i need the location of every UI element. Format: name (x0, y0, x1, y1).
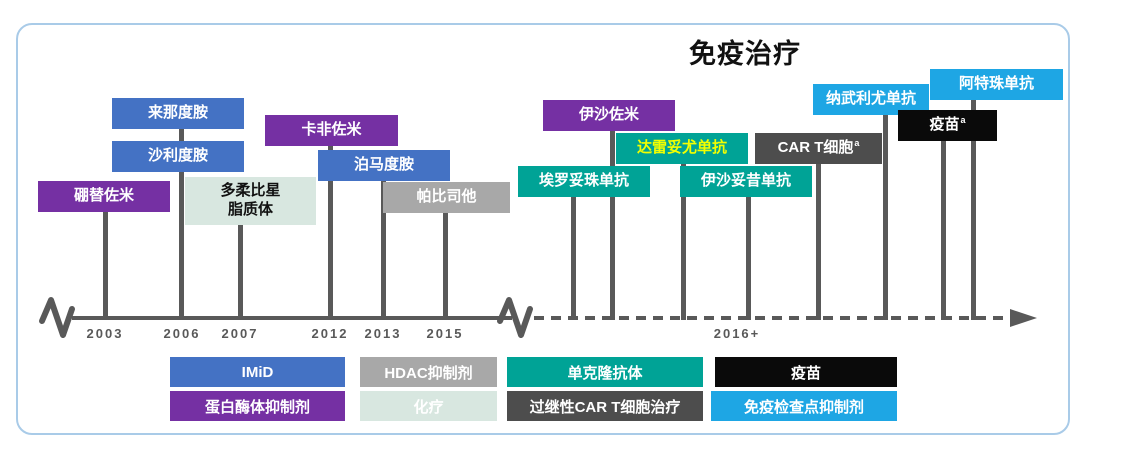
year-label-2003: 2003 (86, 326, 124, 341)
drug-box-ixazomib: 伊沙佐米 (543, 100, 675, 131)
year-label-2013: 2013 (364, 326, 402, 341)
drug-box-lenalidomide: 来那度胺 (112, 98, 244, 129)
drug-stem-bortezomib (103, 210, 108, 320)
timeline-axis-dashed (534, 316, 1016, 320)
drug-stem-car-t-cells (816, 162, 821, 320)
drug-label: 帕比司他 (416, 188, 477, 206)
drug-label: 伊沙妥昔单抗 (700, 172, 791, 190)
drug-label: 卡非佐米 (301, 121, 362, 139)
drug-stem-panobinostat (443, 211, 448, 320)
legend-item-proteasome-inhibitor: 蛋白酶体抑制剂 (170, 391, 345, 421)
drug-label: 达雷妥尤单抗 (636, 139, 727, 157)
drug-stem-atezolizumab (971, 98, 976, 320)
drug-label: 硼替佐米 (73, 187, 134, 205)
drug-label: CAR T细胞a (777, 138, 860, 157)
drug-box-nivolumab: 纳武利尤单抗 (813, 84, 929, 115)
drug-box-elotuzumab: 埃罗妥珠单抗 (518, 166, 650, 197)
drug-label: 纳武利尤单抗 (825, 90, 916, 108)
drug-label: 阿特珠单抗 (958, 75, 1034, 93)
drug-label: 来那度胺 (147, 104, 208, 122)
timeline-axis-solid (72, 316, 512, 320)
drug-box-pomalidomide: 泊马度胺 (318, 150, 450, 181)
drug-stem-lenalidomide (179, 127, 184, 320)
drug-label: 泊马度胺 (353, 156, 414, 174)
drug-stem-elotuzumab (571, 195, 576, 320)
axis-break-icon (39, 297, 75, 338)
legend-item-hdac-inhibitor: HDAC抑制剂 (360, 357, 497, 387)
drug-box-vaccine: 疫苗a (898, 110, 997, 141)
drug-box-isatuximab: 伊沙妥昔单抗 (680, 166, 812, 197)
drug-label: 埃罗妥珠单抗 (538, 172, 629, 190)
drug-label: 沙利度胺 (147, 147, 208, 165)
drug-box-car-t-cells: CAR T细胞a (755, 133, 882, 164)
drug-stem-daratumumab (681, 162, 686, 320)
axis-break-icon (497, 297, 533, 338)
drug-label: 多柔比星 脂质体 (220, 182, 281, 218)
page-title: 免疫治疗 (689, 39, 801, 69)
drug-stem-pomalidomide (381, 179, 386, 320)
drug-box-carfilzomib: 卡非佐米 (265, 115, 398, 146)
legend-item-checkpoint-inhibitor: 免疫检查点抑制剂 (711, 391, 897, 421)
drug-box-doxorubicin-liposome: 多柔比星 脂质体 (185, 177, 316, 225)
figure-border (16, 23, 1070, 435)
drug-stem-carfilzomib (328, 144, 333, 320)
year-label-2016+: 2016+ (713, 326, 761, 341)
legend-item-imid: IMiD (170, 357, 345, 387)
drug-stem-isatuximab (746, 195, 751, 320)
drug-label: 伊沙佐米 (578, 106, 639, 124)
drug-box-bortezomib: 硼替佐米 (38, 181, 170, 212)
drug-stem-nivolumab (883, 113, 888, 320)
drug-stem-doxorubicin-liposome (238, 223, 243, 320)
legend-item-chemotherapy: 化疗 (360, 391, 497, 421)
legend-item-adoptive-car-t: 过继性CAR T细胞治疗 (507, 391, 703, 421)
year-label-2006: 2006 (163, 326, 201, 341)
legend-item-monoclonal-antibody: 单克隆抗体 (507, 357, 703, 387)
year-label-2012: 2012 (311, 326, 349, 341)
legend-item-vaccine: 疫苗 (715, 357, 897, 387)
drug-stem-ixazomib (610, 129, 615, 320)
axis-arrow-icon (1010, 309, 1037, 327)
year-label-2007: 2007 (221, 326, 259, 341)
drug-label: 疫苗a (929, 115, 966, 134)
drug-box-thalidomide: 沙利度胺 (112, 141, 244, 172)
drug-box-atezolizumab: 阿特珠单抗 (930, 69, 1063, 100)
drug-box-panobinostat: 帕比司他 (383, 182, 510, 213)
year-label-2015: 2015 (426, 326, 464, 341)
drug-box-daratumumab: 达雷妥尤单抗 (616, 133, 748, 164)
drug-stem-vaccine (941, 139, 946, 320)
